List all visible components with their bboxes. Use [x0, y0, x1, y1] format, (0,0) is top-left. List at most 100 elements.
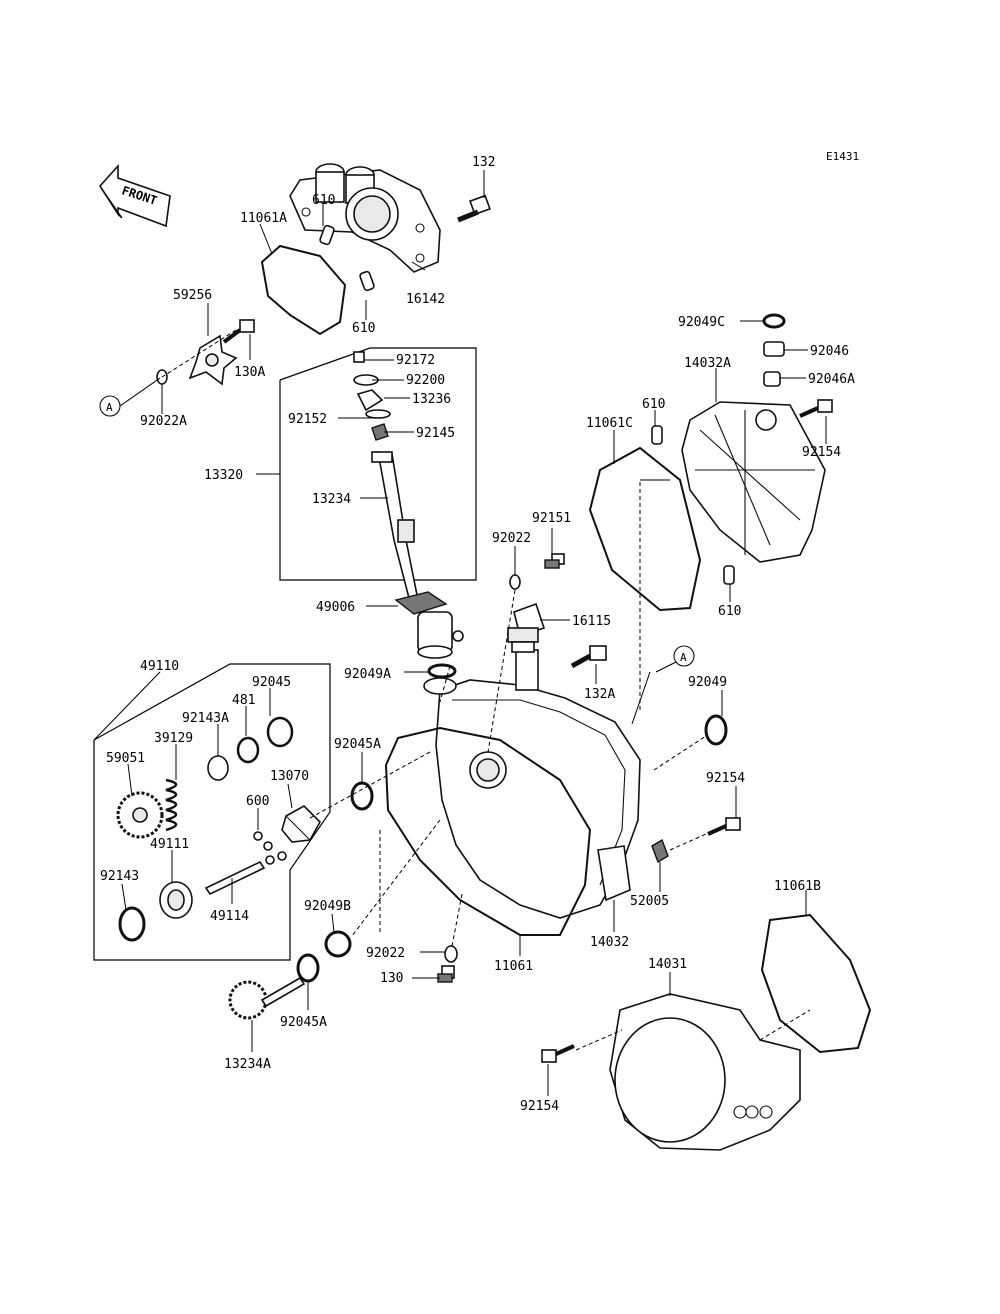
bearing-92045-drawing — [266, 716, 294, 748]
bolt-132-drawing — [457, 194, 491, 223]
label-130a: 130A — [234, 365, 265, 380]
label-11061b: 11061B — [774, 879, 821, 894]
label-130: 130 — [380, 971, 403, 986]
label-14031: 14031 — [648, 957, 687, 972]
plug-16115-drawing — [507, 602, 546, 653]
label-11061a: 11061A — [240, 211, 287, 226]
gasket-11061b-drawing — [760, 913, 872, 1054]
label-52005: 52005 — [630, 894, 669, 909]
label-92022a: 92022A — [140, 414, 187, 429]
seal-92143-drawing — [118, 906, 146, 942]
label-132a: 132A — [584, 687, 615, 702]
label-610-b: 610 — [352, 321, 375, 336]
label-49111: 49111 — [150, 837, 189, 852]
ref-marker-a-right-label: A — [680, 651, 687, 664]
bearing-92046a-drawing — [763, 371, 781, 387]
label-92143a: 92143A — [182, 711, 229, 726]
label-481: 481 — [232, 693, 255, 708]
label-92046a: 92046A — [808, 372, 855, 387]
seal-92049b-drawing — [324, 930, 352, 958]
label-59051: 59051 — [106, 751, 145, 766]
label-92045a-upper: 92045A — [334, 737, 381, 752]
bolt-92154-bottom-drawing — [541, 1044, 575, 1063]
washer-92143a-drawing — [207, 755, 229, 781]
bolt-130a-drawing — [222, 319, 255, 344]
label-600: 600 — [246, 794, 269, 809]
label-49114: 49114 — [210, 909, 249, 924]
front-arrow-icon: FRONT — [98, 163, 171, 228]
gasket-11061-drawing — [384, 726, 592, 936]
circlip-481-drawing — [236, 736, 260, 764]
label-610-c: 610 — [642, 397, 665, 412]
part-labels: 132 610 11061A 16142 610 59256 130A 9202… — [100, 155, 855, 1114]
label-92049a: 92049A — [344, 667, 391, 682]
gear-59051-drawing — [116, 791, 164, 839]
label-11061: 11061 — [494, 959, 533, 974]
bolt-92151-drawing — [544, 553, 565, 569]
label-13234a: 13234A — [224, 1057, 271, 1072]
rotor-13070-drawing — [281, 805, 321, 843]
seal-92049-drawing — [704, 714, 728, 746]
label-92172: 92172 — [396, 353, 435, 368]
label-92154-bottom: 92154 — [520, 1099, 559, 1114]
shaft-13234-drawing — [353, 351, 419, 603]
label-92152: 92152 — [288, 412, 327, 427]
dowel-610a-drawing — [319, 224, 335, 246]
bearing-92045a-lower-drawing — [296, 953, 320, 983]
seal-92049c-drawing — [762, 313, 786, 329]
cover-14032a-drawing — [681, 401, 826, 563]
seal-92049a-drawing — [427, 663, 457, 679]
label-92049c: 92049C — [678, 315, 725, 330]
label-13236: 13236 — [412, 392, 451, 407]
bearing-92046-drawing — [763, 341, 785, 357]
clutch-cover-14032-drawing — [423, 649, 641, 919]
label-13234: 13234 — [312, 492, 351, 507]
label-39129: 39129 — [154, 731, 193, 746]
drawing-code: E1431 — [826, 150, 859, 163]
label-49110: 49110 — [140, 659, 179, 674]
label-13070: 13070 — [270, 769, 309, 784]
label-13320: 13320 — [204, 468, 243, 483]
label-16142: 16142 — [406, 292, 445, 307]
label-92143: 92143 — [100, 869, 139, 884]
washer-92022-lower-drawing — [444, 945, 458, 963]
spring-39129-drawing — [165, 778, 178, 832]
bolt-130-drawing — [437, 965, 455, 983]
gasket-11061a-drawing — [260, 244, 347, 336]
leader-lines — [93, 170, 827, 1096]
bolt-132a-drawing — [570, 645, 607, 669]
label-92145: 92145 — [416, 426, 455, 441]
label-92045a-lower: 92045A — [280, 1015, 327, 1030]
assembly-frame-49110 — [93, 663, 331, 961]
water-pump-cover-drawing — [289, 163, 441, 273]
cover-14031-drawing — [609, 993, 801, 1151]
bolt-92154-top-drawing — [799, 399, 833, 418]
label-92049: 92049 — [688, 675, 727, 690]
shaft-49114-drawing — [204, 860, 266, 896]
dowel-610d-drawing — [723, 565, 735, 585]
label-92022-upper: 92022 — [492, 531, 531, 546]
ref-marker-a-right — [673, 645, 695, 667]
label-59256: 59256 — [173, 288, 212, 303]
gear-13234a-drawing — [228, 976, 306, 1020]
dowel-610b-drawing — [359, 270, 375, 292]
label-11061c: 11061C — [586, 416, 633, 431]
label-92045: 92045 — [252, 675, 291, 690]
label-610-d: 610 — [718, 604, 741, 619]
label-92151: 92151 — [532, 511, 571, 526]
label-92049b: 92049B — [304, 899, 351, 914]
balls-600-drawing — [253, 831, 287, 865]
label-92154-top: 92154 — [802, 445, 841, 460]
part-52005-drawing — [651, 838, 669, 864]
label-92022-lower: 92022 — [366, 946, 405, 961]
dowel-610c-drawing — [651, 425, 663, 445]
impeller-59256-drawing — [188, 334, 238, 386]
label-14032a: 14032A — [684, 356, 731, 371]
label-92200: 92200 — [406, 373, 445, 388]
bearing-92045a-upper-drawing — [350, 781, 374, 811]
washer-92022-upper-drawing — [509, 574, 521, 590]
label-610-a: 610 — [312, 193, 335, 208]
label-16115: 16115 — [572, 614, 611, 629]
assembly-frame-13320 — [279, 347, 477, 581]
